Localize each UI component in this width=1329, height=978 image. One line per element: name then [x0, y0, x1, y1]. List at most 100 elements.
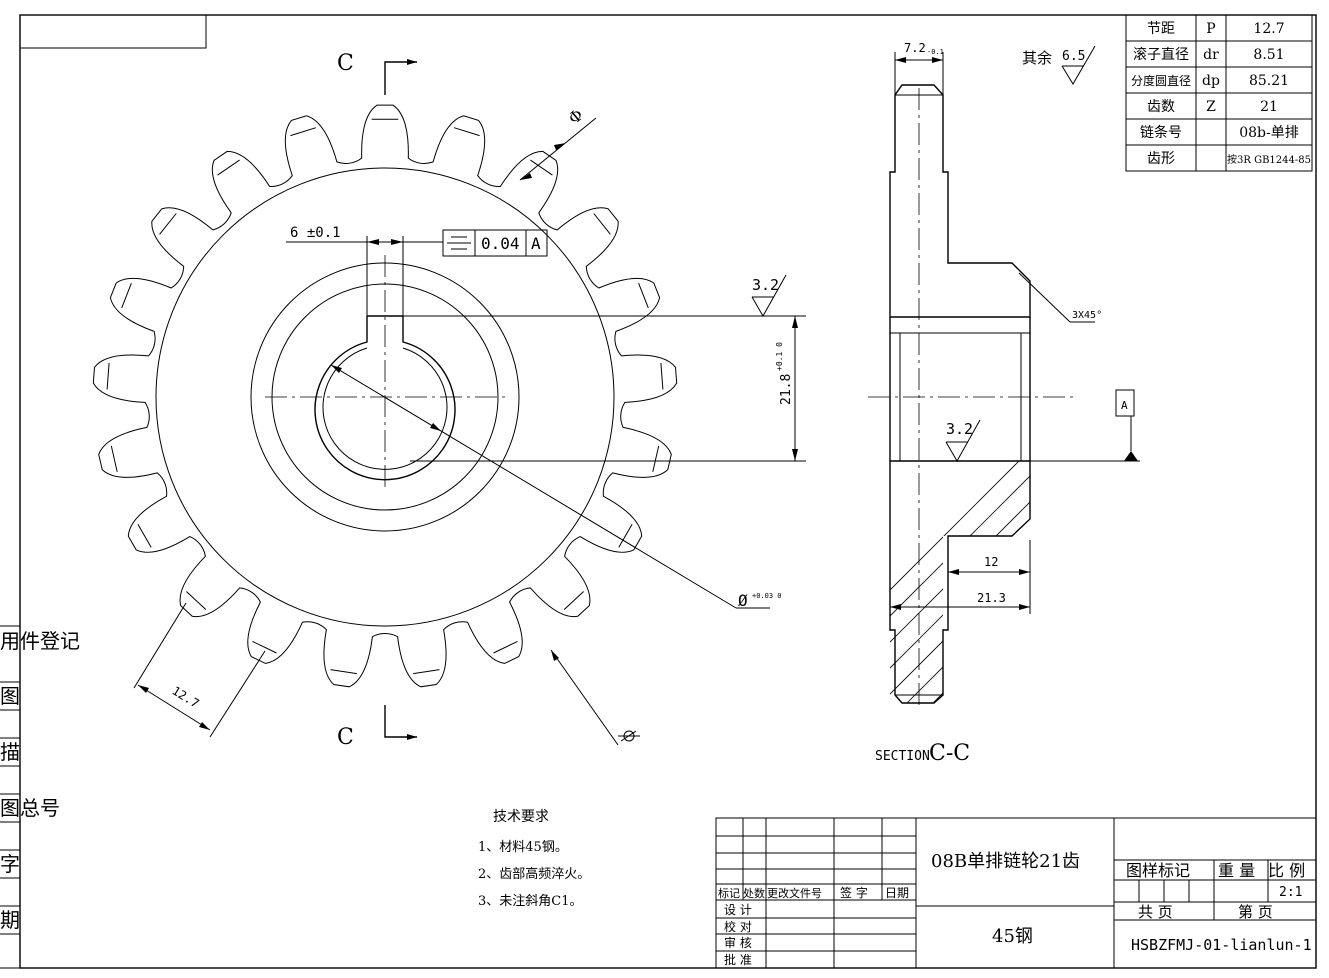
section-title-letters: C-C	[929, 741, 970, 766]
section-hatch-line	[1200, 100, 1329, 800]
section-title: SECTION	[875, 749, 930, 764]
roughness-symbol-bore	[945, 419, 981, 463]
roughness-symbol-other	[1061, 45, 1096, 85]
section-hatch-line	[939, 461, 1030, 703]
technical-notes: 技术要求 1、材料45钢。 2、齿部高频淬火。 3、未注斜角C1。	[478, 809, 590, 909]
strip-label-4: 图总号	[0, 796, 60, 820]
datum-label: A	[1121, 399, 1128, 412]
left-strip: 用件登记 图 描 图总号 字 期	[0, 625, 80, 935]
hub-width-tol: -0.1	[927, 48, 944, 56]
section-hatch-line	[1278, 100, 1329, 800]
note-1: 1、材料45钢。	[478, 840, 568, 855]
tooth-chamfer-line	[638, 283, 649, 309]
section-hatch-line	[890, 461, 1030, 703]
spec-name: 分度圆直径	[1131, 73, 1191, 88]
scale-value: 2:1	[1279, 885, 1302, 900]
sprocket-tooth-profile	[92, 104, 678, 688]
dim-12: 12	[984, 555, 998, 569]
strip-label-1: 用件登记	[0, 629, 80, 653]
section-hatch-line	[890, 99, 1030, 317]
section-hatch-line	[890, 99, 1030, 317]
roughness-other-value: 6.5	[1062, 49, 1085, 64]
section-hatch-line	[1044, 100, 1329, 800]
spec-name: 滚子直径	[1133, 46, 1189, 63]
spec-value: 21	[1260, 99, 1278, 115]
section-hatch-line	[890, 461, 1030, 703]
section-hatch-line	[1122, 100, 1329, 800]
tooth-chamfer-line	[530, 159, 553, 176]
spec-value: 85.21	[1249, 73, 1289, 89]
section-hatch-line	[890, 99, 1030, 317]
section-mark-top	[384, 61, 417, 95]
keyway-width-dim: 6 ±0.1	[290, 225, 341, 241]
section-hatch-line	[1070, 100, 1329, 800]
spec-symbol: Z	[1206, 99, 1216, 115]
scale-header: 比 例	[1268, 861, 1305, 880]
spec-name: 链条号	[1140, 124, 1182, 141]
roughness-other-label: 其余	[1022, 49, 1052, 67]
tooth-chamfer-line	[660, 362, 664, 390]
section-hatch-line	[890, 99, 1030, 317]
bore-depth-tol: +0.1 0	[775, 342, 784, 371]
symmetry-tolerance-frame	[442, 229, 548, 257]
section-hatch-line	[890, 99, 1030, 317]
roughness-keyway: 3.2	[752, 276, 779, 294]
root-circle	[155, 167, 615, 627]
top-left-box	[19, 14, 207, 49]
col-header-date: 日期	[885, 886, 909, 900]
roller-diameter-symbol: Φ	[565, 105, 587, 128]
section-hatch-line	[1148, 100, 1329, 800]
role-approve: 批 准	[724, 952, 752, 967]
hub-width-dim: 7.2	[904, 41, 926, 55]
spec-value: 8.51	[1253, 47, 1284, 63]
section-hatch-line	[913, 99, 1030, 317]
tooth-leader-symbol	[623, 730, 635, 742]
part-name: 08B单排链轮21齿	[931, 851, 1080, 872]
spec-name: 齿形	[1147, 151, 1175, 167]
drawing-frame	[19, 14, 1317, 969]
spec-name: 节距	[1147, 21, 1175, 37]
spec-value: 12.7	[1253, 21, 1284, 37]
section-hatch-line	[1226, 100, 1329, 800]
section-hatch-line	[965, 461, 1030, 703]
section-hatch-line	[890, 99, 1030, 317]
section-hatch-line	[965, 99, 1030, 317]
tooth-chamfer-line	[330, 669, 357, 675]
tooth-chamfer-line	[110, 445, 118, 472]
bore-diameter-leader	[330, 364, 737, 609]
section-mark-bottom	[384, 705, 417, 738]
tooth-chamfer-line	[413, 669, 440, 675]
col-header-sign: 签 字	[840, 885, 868, 900]
tooth-chamfer-line	[121, 283, 132, 309]
section-hatch-line	[1017, 99, 1030, 317]
section-hatch-line	[1252, 100, 1329, 800]
material: 45钢	[992, 926, 1033, 947]
total-sheets: 共 页	[1138, 903, 1173, 921]
section-hatch-line	[1070, 100, 1329, 800]
section-hatch-line	[1226, 100, 1329, 800]
strip-label-5: 字	[0, 852, 20, 876]
section-hatch-line	[1252, 100, 1329, 800]
section-hatch-line	[991, 99, 1030, 317]
tooth-chamfer-line	[159, 213, 177, 235]
symmetry-tolerance-value: 0.04	[481, 234, 520, 253]
section-hatch-line	[890, 461, 1030, 703]
weight-header: 重 量	[1218, 861, 1255, 880]
section-hatch-line	[1174, 100, 1329, 800]
section-upper-profile	[889, 84, 1031, 318]
section-hatch-line	[890, 461, 1030, 703]
tooth-chamfer-line	[453, 127, 480, 137]
tooth-chamfer-line	[106, 362, 110, 390]
role-check: 校 对	[724, 919, 752, 934]
role-design: 设 计	[724, 903, 752, 917]
strip-label-2: 图	[0, 684, 20, 708]
section-hatch-line	[1278, 100, 1329, 800]
tooth-chamfer-line	[652, 445, 660, 472]
tooth-chamfer-line	[290, 127, 317, 137]
strip-label-6: 期	[0, 908, 20, 932]
section-hatch-line	[991, 461, 1030, 703]
section-hatch-line	[913, 461, 1030, 703]
dim-21-3: 21.3	[977, 591, 1006, 605]
bore-diameter-symbol: Ø	[738, 591, 748, 610]
